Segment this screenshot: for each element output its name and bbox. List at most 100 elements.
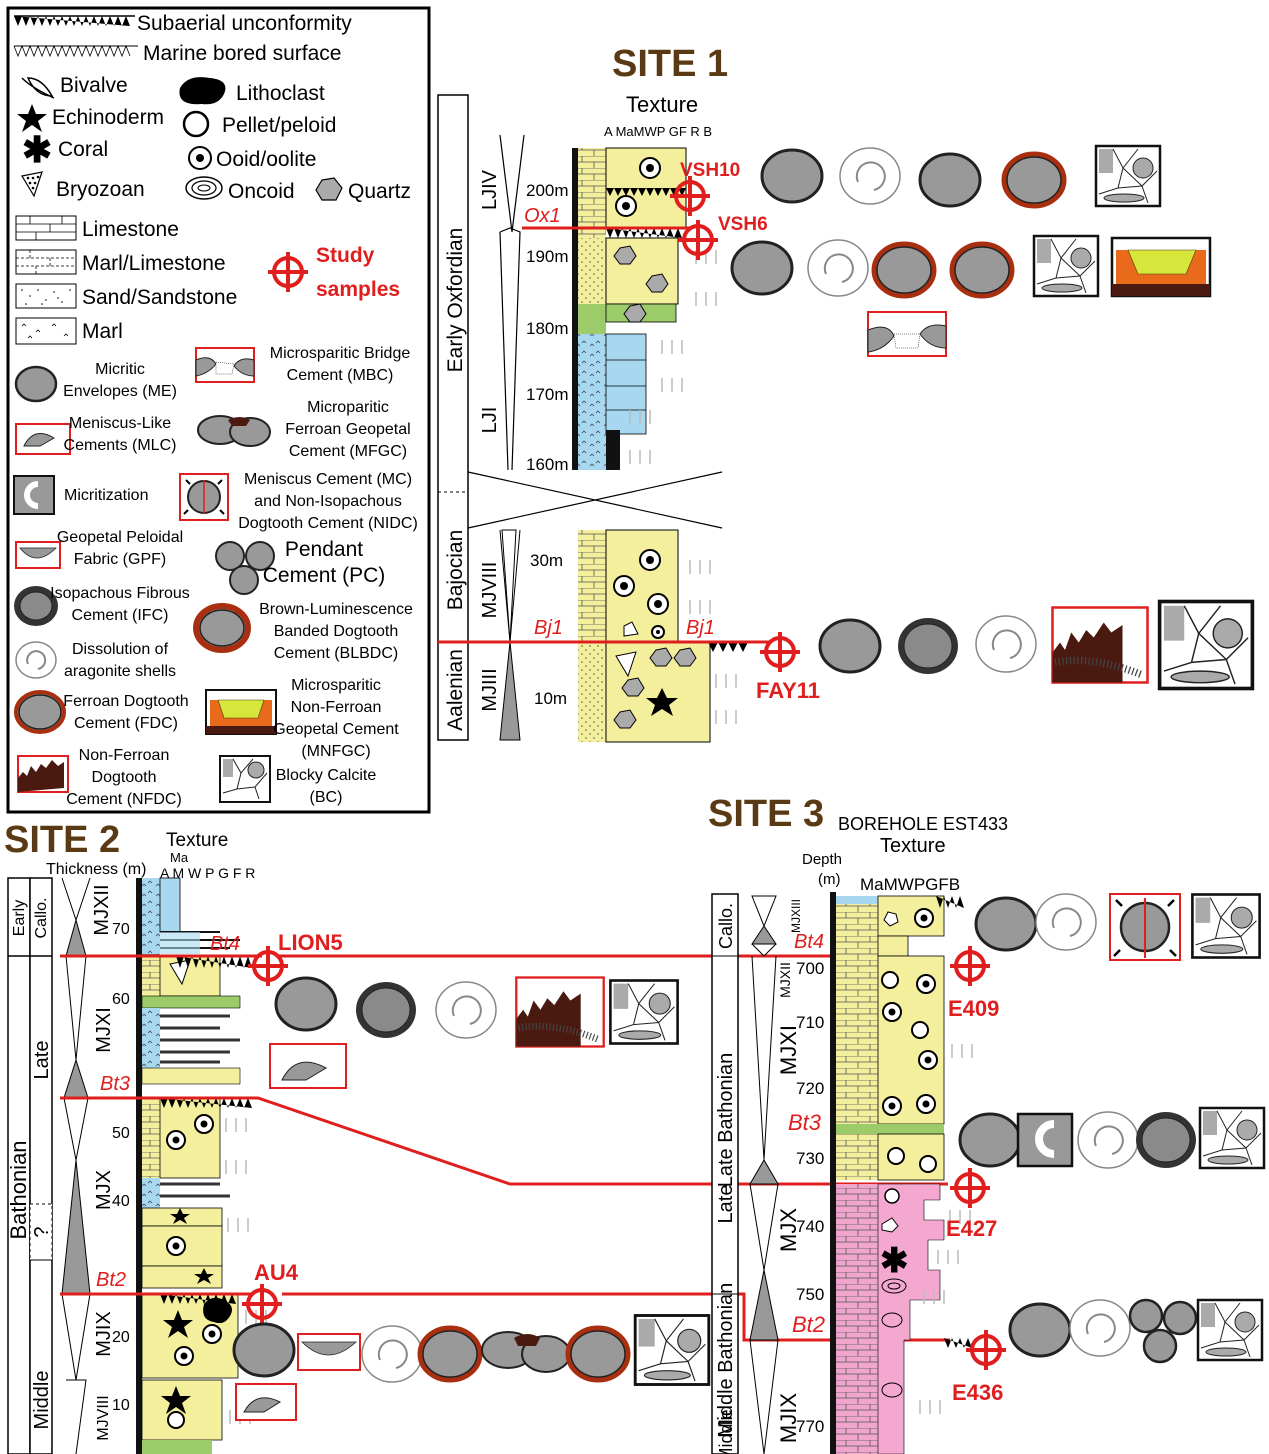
- site3-depth-720: 720: [796, 1079, 824, 1098]
- site1-depth-30: 30m: [530, 551, 563, 570]
- site2-thickness-label: Thickness (m): [46, 861, 146, 878]
- site1-texture-label: Texture: [626, 92, 698, 117]
- legend-dissolution-2: aragonite shells: [64, 663, 176, 680]
- site1-row3-ifc: [897, 617, 959, 675]
- site1-depth-160: 160m: [526, 455, 569, 474]
- site3-stage-column: [711, 893, 739, 1454]
- marl-limestone-swatch: [15, 249, 77, 275]
- site1-depth-200: 200m: [526, 181, 569, 200]
- pc-icon: [215, 541, 275, 595]
- site2-depth-70: 70: [112, 921, 130, 938]
- legend-marl-limestone: Marl/Limestone: [82, 252, 226, 275]
- site3-row2-shell: [1077, 1111, 1139, 1169]
- legend-fdc-2: Cement (FDC): [74, 715, 178, 732]
- site2-depth-20: 20: [112, 1329, 130, 1346]
- legend-me-2: Envelopes (ME): [63, 383, 177, 400]
- legend-ooid: Ooid/oolite: [216, 148, 316, 171]
- site2-stage-middle: Middle: [31, 1371, 53, 1430]
- legend-nfdc-3: Cement (NFDC): [66, 791, 182, 808]
- site3-depth-700: 700: [796, 959, 824, 978]
- gpf-icon: [15, 541, 61, 569]
- pellet-icon: [182, 110, 210, 138]
- quartz-icon: [315, 177, 343, 201]
- site3-sample-e436: E436: [952, 1380, 1003, 1405]
- site2-column: [136, 877, 252, 1454]
- site2-depth-50: 50: [112, 1125, 130, 1142]
- legend-pc-2: Cement (PC): [263, 564, 386, 587]
- sand-swatch: [15, 283, 77, 309]
- legend-mnfgc-1: Microsparitic: [291, 677, 381, 694]
- oncoid-icon: [185, 176, 223, 200]
- legend-pc-1: Pendant: [285, 538, 363, 561]
- legend-limestone: Limestone: [82, 218, 179, 241]
- legend-micritization: Micritization: [64, 487, 148, 504]
- site2-depth-60: 60: [112, 991, 130, 1008]
- site3-row1-shell: [1035, 893, 1097, 951]
- site1-triangle-lji: [499, 227, 521, 471]
- legend-marl: Marl: [82, 320, 123, 343]
- site2-depth-10: 10: [112, 1397, 130, 1414]
- legend-bc-1: Blocky Calcite: [276, 767, 377, 784]
- bivalve-icon: [21, 77, 55, 99]
- site1-row2-mbc: [867, 311, 947, 357]
- site1-row2-bc: [1032, 234, 1100, 298]
- site3-row1-mc: [1109, 893, 1181, 961]
- site1-seq-lji: LJI: [479, 407, 501, 434]
- site2-row1-ifc: [355, 981, 417, 1039]
- site1-title: SITE 1: [612, 43, 728, 85]
- site1-depth-170: 170m: [526, 385, 569, 404]
- site1-stage-aalenian: Aalenian: [444, 649, 467, 731]
- site1-triangle-ljiv: [499, 134, 525, 233]
- mbc-icon: [195, 347, 255, 383]
- legend-mbc-2: Cement (MBC): [287, 367, 394, 384]
- fdc-icon: [14, 690, 66, 734]
- dissolution-icon: [15, 641, 57, 679]
- site2-stage-late: Late: [31, 1041, 53, 1080]
- legend-ifc-2: Cement (IFC): [72, 607, 169, 624]
- legend-mlc-2: Cements (MLC): [64, 437, 177, 454]
- site1-surface-bj1-right: Bj1: [686, 617, 715, 639]
- site3-depth-unit: (m): [818, 871, 841, 888]
- site3-row2-bc: [1198, 1106, 1266, 1170]
- site1-me-grain-2: [918, 152, 982, 208]
- legend-quartz: Quartz: [348, 180, 411, 203]
- site1-upper-column: [572, 147, 687, 470]
- site1-fdc-grain: [1004, 154, 1064, 206]
- lithoclast-icon: [179, 77, 226, 105]
- site3-seq-mjxi: MJXI: [776, 1025, 801, 1075]
- micritization-icon: [13, 475, 55, 515]
- blbdc-icon: [193, 603, 251, 653]
- site3-surface-bt4: Bt4: [794, 931, 824, 953]
- site2-surface-bt4: Bt4: [210, 933, 240, 955]
- site3-texture-label: Texture: [880, 835, 946, 857]
- svg-text:✱: ✱: [880, 1242, 909, 1280]
- site3-depth-740: 740: [796, 1217, 824, 1236]
- site2-texture-axis-1: Ma: [170, 850, 189, 865]
- legend-mc-3: Dogtooth Cement (NIDC): [238, 515, 418, 532]
- site1-row2-fdc-2: [952, 244, 1012, 296]
- site1-sample-fay11: FAY11: [756, 678, 820, 703]
- legend-echinoderm: Echinoderm: [52, 106, 164, 129]
- site2-row2-mfgc: [481, 1331, 571, 1373]
- site1-gap-cross: [467, 471, 723, 529]
- site2-seq-mjxi: MJXI: [93, 1007, 115, 1053]
- site3-seq-mjxiii: MJXIII: [789, 899, 803, 933]
- site1-row2-mnfgc: [1110, 236, 1212, 298]
- site3-row3-bc: [1196, 1298, 1264, 1362]
- site3-seq-mjx: MJX: [776, 1208, 801, 1252]
- site2-triangle-mjxii: [65, 918, 87, 957]
- ifc-icon: [14, 586, 58, 626]
- site2-stage-callo: Callo.: [33, 898, 50, 939]
- site3-triangle-mjxi: [749, 1159, 779, 1185]
- legend-pellet: Pellet/peloid: [222, 114, 336, 137]
- site3-depth-label: Depth: [802, 851, 842, 868]
- site1-seq-mjviii: MJVIII: [479, 562, 501, 619]
- site3-seq-mjix: MJIX: [776, 1393, 801, 1443]
- legend-bryozoan: Bryozoan: [56, 178, 145, 201]
- legend-mc-1: Meniscus Cement (MC): [244, 471, 412, 488]
- legend-mfgc-2: Ferroan Geopetal: [285, 421, 410, 438]
- site1-stage-early-oxfordian: Early Oxfordian: [444, 228, 467, 373]
- site1-sample-vsh6: VSH6: [718, 214, 768, 235]
- limestone-swatch: [15, 215, 77, 241]
- site2-row2-shell: [361, 1325, 423, 1383]
